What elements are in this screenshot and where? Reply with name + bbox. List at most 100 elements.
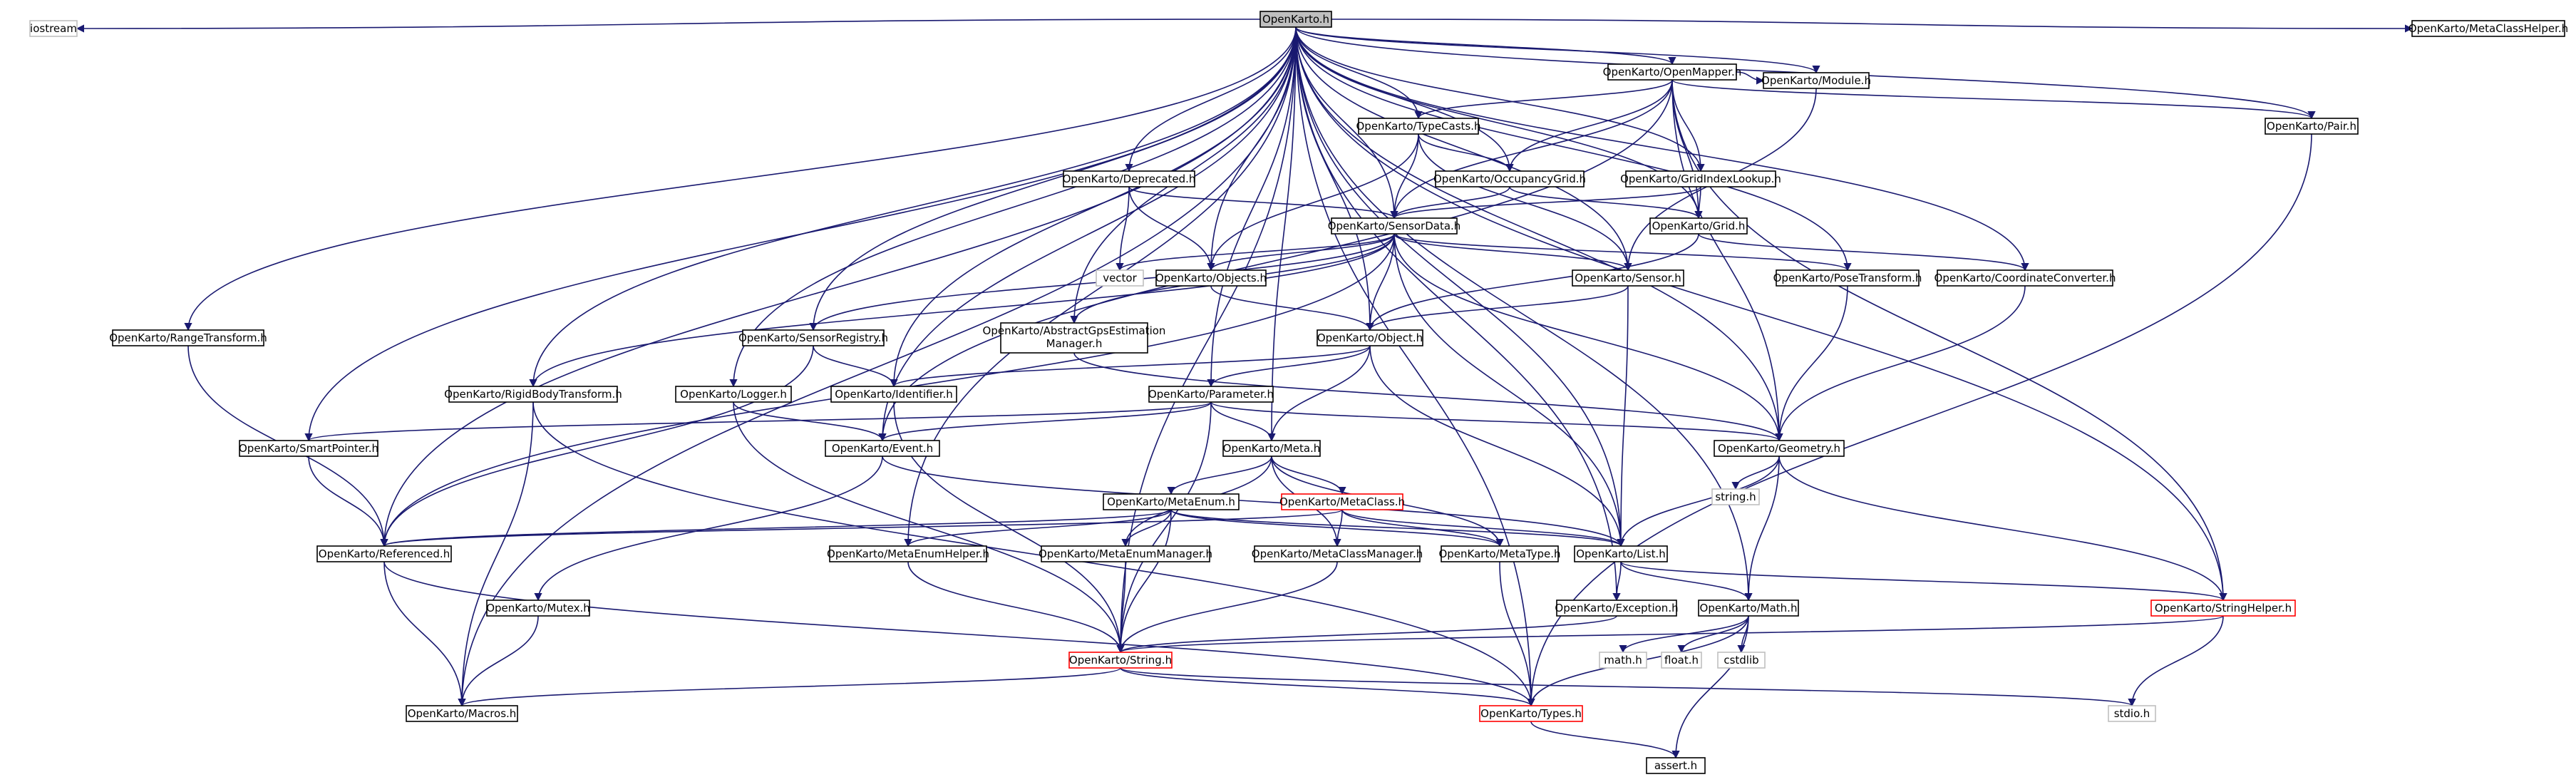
node-box <box>1556 600 1677 617</box>
node-occgrid[interactable]: OpenKarto/OccupancyGrid.h <box>1433 170 1586 187</box>
edge-grid-to-coordconv <box>1698 233 2029 272</box>
node-sensorregistry[interactable]: OpenKarto/SensorRegistry.h <box>738 329 888 346</box>
node-metaenummanager[interactable]: OpenKarto/MetaEnumManager.h <box>1039 545 1212 562</box>
node-assert[interactable]: assert.h <box>1646 757 1706 774</box>
node-event[interactable]: OpenKarto/Event.h <box>825 440 940 457</box>
edge-root-to-sensor <box>1295 26 1632 272</box>
node-box <box>675 386 792 403</box>
edge-occgrid-to-grid <box>1509 186 1703 220</box>
node-sensordata[interactable]: OpenKarto/SensorData.h <box>1328 217 1461 235</box>
edge-root-to-logger <box>729 26 1297 388</box>
node-math[interactable]: OpenKarto/Math.h <box>1698 600 1799 617</box>
node-label: OpenKarto/Objects.h <box>1155 272 1267 284</box>
node-label: math.h <box>1604 654 1642 667</box>
edge-metaenum-to-referenced <box>380 509 1172 547</box>
edge-openmapper-to-occgrid <box>1505 79 1673 173</box>
node-posetransform[interactable]: OpenKarto/PoseTransform.h <box>1773 269 1922 287</box>
node-exception[interactable]: OpenKarto/Exception.h <box>1555 600 1679 617</box>
edge-list-to-math <box>1620 561 1753 602</box>
node-typecasts[interactable]: OpenKarto/TypeCasts.h <box>1356 118 1481 135</box>
edge-root-to-stringhelper <box>1295 26 2227 602</box>
node-box <box>239 440 378 457</box>
edge-logger-to-event <box>733 401 887 442</box>
node-parameter[interactable]: OpenKarto/Parameter.h <box>1148 386 1274 403</box>
node-iostream: iostream <box>29 20 78 37</box>
node-box <box>2108 705 2156 722</box>
node-logger[interactable]: OpenKarto/Logger.h <box>675 386 792 403</box>
edge-root-to-meta <box>1267 26 1297 442</box>
node-label: OpenKarto/String.h <box>1069 654 1172 667</box>
node-objects[interactable]: OpenKarto/Objects.h <box>1155 269 1267 287</box>
edge-string-to-stdio <box>1120 667 2136 707</box>
node-metaenumhelper[interactable]: OpenKarto/MetaEnumHelper.h <box>827 545 989 562</box>
node-geometry[interactable]: OpenKarto/Geometry.h <box>1714 440 1845 457</box>
node-object[interactable]: OpenKarto/Object.h <box>1317 329 1423 346</box>
edge-stringhelper-to-stdio <box>2128 615 2224 707</box>
edge-deprecated-to-vector <box>1116 186 1130 272</box>
node-box <box>2265 118 2359 135</box>
edge-root-to-module <box>1295 26 1820 74</box>
node-list[interactable]: OpenKarto/List.h <box>1574 545 1668 562</box>
node-identifier[interactable]: OpenKarto/Identifier.h <box>830 386 957 403</box>
node-box <box>1096 269 1144 287</box>
node-pair[interactable]: OpenKarto/Pair.h <box>2265 118 2359 135</box>
edge-root-to-parameter <box>1207 26 1297 388</box>
node-gridindex[interactable]: OpenKarto/GridIndexLookup.h <box>1620 170 1781 187</box>
node-root[interactable]: OpenKarto.h <box>1259 11 1332 28</box>
node-coordconv[interactable]: OpenKarto/CoordinateConverter.h <box>1934 269 2116 287</box>
node-deprecated[interactable]: OpenKarto/Deprecated.h <box>1063 170 1196 187</box>
edge-sensorregistry-to-identifier <box>813 345 898 388</box>
node-label: string.h <box>1715 490 1756 503</box>
node-stringhelper[interactable]: OpenKarto/StringHelper.h <box>2150 600 2296 617</box>
node-module[interactable]: OpenKarto/Module.h <box>1761 72 1871 89</box>
edge-sensordata-to-list <box>1393 233 1625 547</box>
node-rangetransform[interactable]: OpenKarto/RangeTransform.h <box>109 329 267 346</box>
edge-metaclass-to-metaclassmanager <box>1333 509 1343 547</box>
edge-object-to-list <box>1369 345 1625 547</box>
node-box <box>1937 269 2113 287</box>
edge-exception-to-string <box>1116 615 1617 654</box>
node-box <box>1599 652 1647 669</box>
node-cstdlib: cstdlib <box>1717 652 1766 669</box>
node-metaclassmanager[interactable]: OpenKarto/MetaClassManager.h <box>1252 545 1423 562</box>
node-metatype[interactable]: OpenKarto/MetaType.h <box>1438 545 1561 562</box>
edge-metaenum-to-metaenummanager <box>1121 509 1172 547</box>
node-label: OpenKarto/MetaClassHelper.h <box>2408 22 2568 35</box>
node-box <box>1717 652 1766 669</box>
node-sensor[interactable]: OpenKarto/Sensor.h <box>1572 269 1684 287</box>
node-label: OpenKarto/OccupancyGrid.h <box>1433 173 1586 185</box>
node-referenced[interactable]: OpenKarto/Referenced.h <box>316 545 452 562</box>
node-string[interactable]: OpenKarto/String.h <box>1068 652 1173 669</box>
node-label: OpenKarto/Exception.h <box>1555 602 1678 614</box>
edge-openmapper-to-geometry <box>1671 79 1783 442</box>
node-smartpointer[interactable]: OpenKarto/SmartPointer.h <box>239 440 378 457</box>
node-label: Manager.h <box>1046 337 1103 350</box>
node-metaenum[interactable]: OpenKarto/MetaEnum.h <box>1103 493 1240 510</box>
node-box <box>406 705 518 722</box>
edge-root-to-referenced <box>380 26 1297 547</box>
node-label: OpenKarto/StringHelper.h <box>2155 602 2292 614</box>
node-macros[interactable]: OpenKarto/Macros.h <box>406 705 518 722</box>
node-metaclass[interactable]: OpenKarto/MetaClass.h <box>1279 493 1405 510</box>
node-grid[interactable]: OpenKarto/Grid.h <box>1649 217 1748 235</box>
edge-sensordata-to-geometry <box>1393 233 1783 442</box>
edge-types-to-assert <box>1530 721 1680 759</box>
node-meta[interactable]: OpenKarto/Meta.h <box>1222 440 1321 457</box>
node-box <box>1698 600 1799 617</box>
node-label: iostream <box>30 22 77 35</box>
node-openmapper[interactable]: OpenKarto/OpenMapper.h <box>1603 63 1742 81</box>
node-label: OpenKarto/Object.h <box>1317 331 1423 344</box>
edge-parameter-to-smartpointer <box>304 401 1212 442</box>
node-mutex[interactable]: OpenKarto/Mutex.h <box>486 600 590 617</box>
node-metaclasshelper[interactable]: OpenKarto/MetaClassHelper.h <box>2408 20 2568 37</box>
edge-sensordata-to-rigidbody <box>529 233 1395 388</box>
node-types[interactable]: OpenKarto/Types.h <box>1479 705 1583 722</box>
edge-sensor-to-object <box>1366 285 1629 331</box>
node-rigidbody[interactable]: OpenKarto/RigidBodyTransform.h <box>444 386 622 403</box>
node-label: OpenKarto.h <box>1262 13 1329 26</box>
edge-referenced-to-types <box>383 561 1535 707</box>
edge-metaenumhelper-to-string <box>907 561 1125 654</box>
node-box <box>1041 545 1210 562</box>
